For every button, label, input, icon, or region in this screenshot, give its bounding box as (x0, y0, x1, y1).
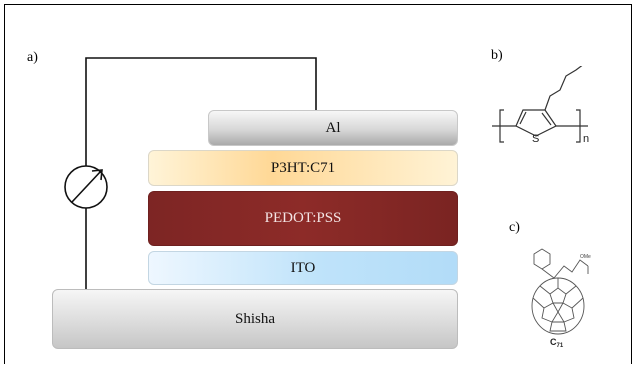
layer-shisha-substrate: Shisha (52, 289, 458, 349)
hexyl-chain (544, 66, 583, 111)
ester-group-label: OMe (580, 254, 591, 260)
fullerene-label: C71 (550, 337, 564, 348)
meter-arrowhead (91, 169, 103, 181)
panel-label-c: c) (509, 220, 520, 235)
butyrate-chain (553, 259, 589, 279)
repeat-unit-n: n (583, 133, 589, 145)
layer-p3ht-c71: P3HT:C71 (148, 150, 458, 186)
layer-pedot-pss: PEDOT:PSS (148, 191, 458, 246)
fullerene-structure: OMe C71 (531, 248, 591, 348)
layer-ito-label: ITO (290, 259, 316, 276)
layer-p3ht-c71-label: P3HT:C71 (270, 159, 336, 176)
panel-label-b: b) (491, 48, 503, 63)
meter-arrow (71, 170, 102, 203)
layer-ito: ITO (148, 251, 458, 285)
panel-label-a: a) (27, 50, 38, 65)
thiophene-ring (515, 109, 557, 137)
circuit-wire (85, 57, 317, 166)
layer-shisha-label: Shisha (234, 310, 275, 327)
layer-al: Al (208, 110, 458, 146)
layer-pedot-pss-label: PEDOT:PSS (264, 210, 342, 226)
figure-frame (4, 4, 632, 364)
p3ht-structure: S n (492, 66, 589, 145)
phenyl-ring (533, 248, 551, 270)
layer-al-label: Al (325, 119, 341, 136)
thiophene-sulfur: S (532, 133, 539, 145)
